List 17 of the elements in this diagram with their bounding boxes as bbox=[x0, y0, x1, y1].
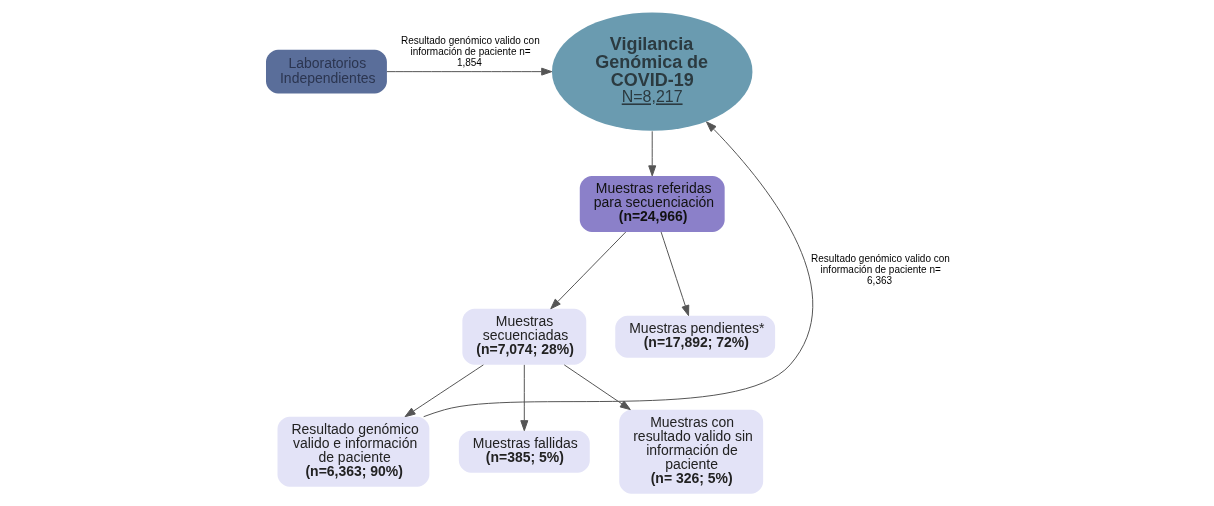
arrow bbox=[550, 231, 627, 310]
edge-label: Resultado genómico valido con información de paciente n= 1,854 bbox=[400, 34, 540, 68]
arrow bbox=[520, 364, 529, 432]
arrow bbox=[423, 121, 814, 418]
node-box: Muestras con resultado valido sin información de paciente (n= 326; 5%) bbox=[619, 409, 764, 494]
node-box: Muestras fallidas (n=385; 5%) bbox=[458, 430, 590, 473]
node-box: Muestras secuenciadas (n=7,074; 28%) bbox=[462, 308, 587, 365]
arrow bbox=[648, 130, 657, 177]
node-box: Muestras pendientes* (n=17,892; 72%) bbox=[615, 315, 776, 358]
arrow bbox=[404, 364, 484, 418]
node-box: Resultado genómico valido e información de paciente (n=6,363; 90%) bbox=[277, 416, 430, 487]
edge-label: Resultado genómico valido con información de paciente n= 6,363 bbox=[811, 252, 950, 286]
arrow bbox=[563, 364, 631, 411]
node-box: Laboratorios Independientes bbox=[266, 49, 387, 94]
arrow bbox=[660, 231, 690, 317]
arrow bbox=[386, 67, 553, 76]
node-box: Muestras referidas para secuenciación (n=24,966) bbox=[579, 175, 725, 232]
